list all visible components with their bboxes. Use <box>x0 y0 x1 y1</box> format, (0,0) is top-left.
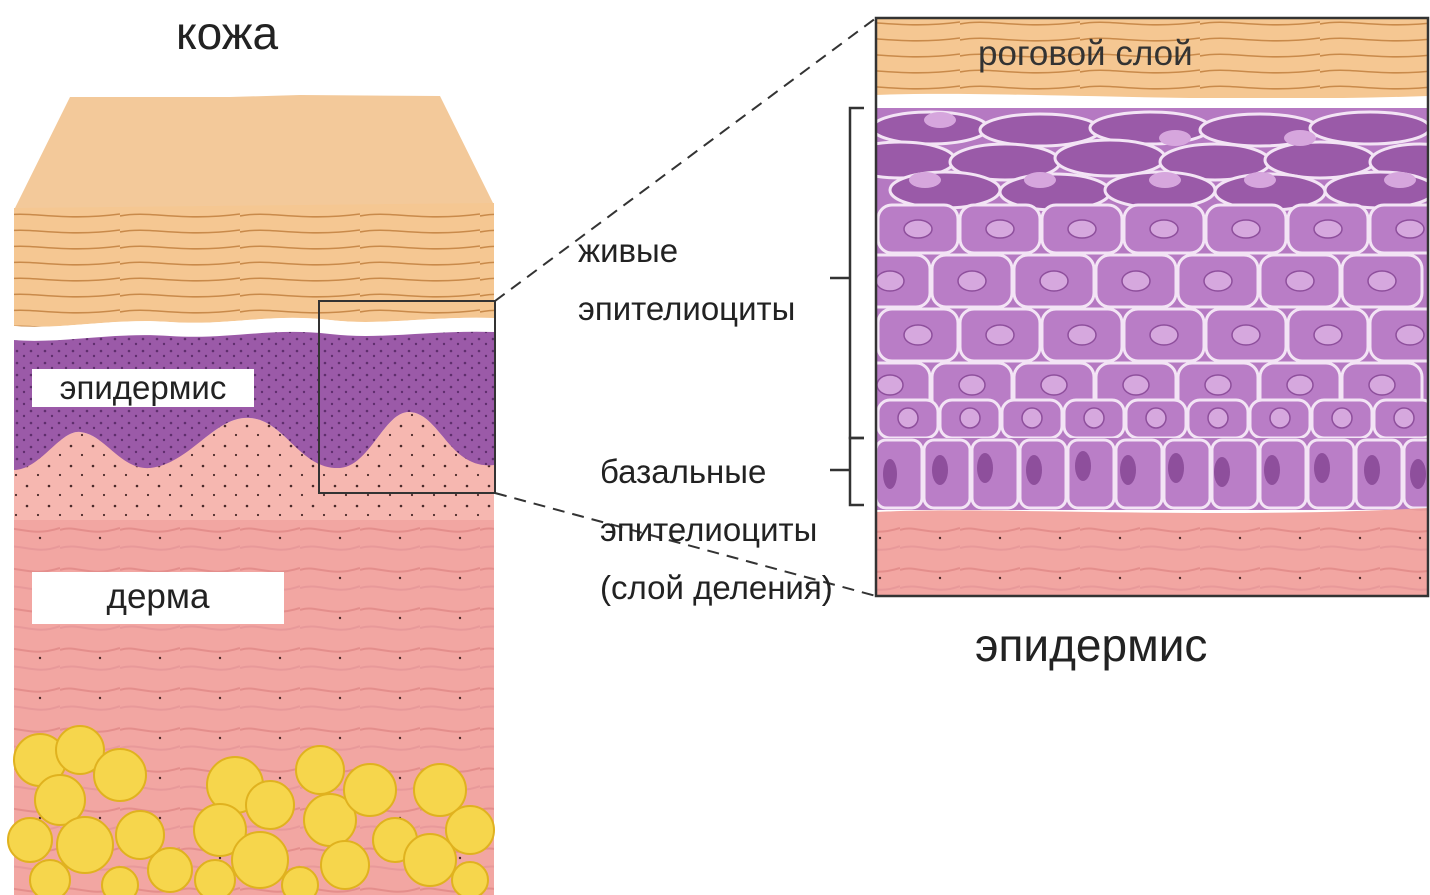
living-cells-line2: эпителиоциты <box>578 280 795 338</box>
zoom-basal-cells <box>876 438 1430 510</box>
stratum-corneum-label: роговой слой <box>978 34 1193 74</box>
skin-title: кожа <box>176 6 278 60</box>
basal-cells-bracket <box>830 438 864 505</box>
living-cells-bracket <box>830 108 864 438</box>
stratum-corneum <box>14 203 494 327</box>
epidermis-zoom-title: эпидермис <box>975 618 1207 672</box>
basal-cells-label: базальные эпителиоциты (слой деления) <box>600 443 833 617</box>
zoom-dermis <box>876 508 1428 596</box>
skin-block <box>8 95 494 895</box>
basal-cells-line1: базальные <box>600 443 833 501</box>
living-cells-label: живые эпителиоциты <box>578 222 795 338</box>
skin-top-surface <box>14 95 494 210</box>
basal-cells-line2: эпителиоциты <box>600 501 833 559</box>
epidermis-tag: эпидермис <box>32 369 254 407</box>
living-cells-line1: живые <box>578 222 795 280</box>
dermis-tag: дерма <box>32 572 284 624</box>
spinous-cells <box>850 205 1430 438</box>
basal-cells-line3: (слой деления) <box>600 559 833 617</box>
zoom-panel <box>845 18 1430 596</box>
